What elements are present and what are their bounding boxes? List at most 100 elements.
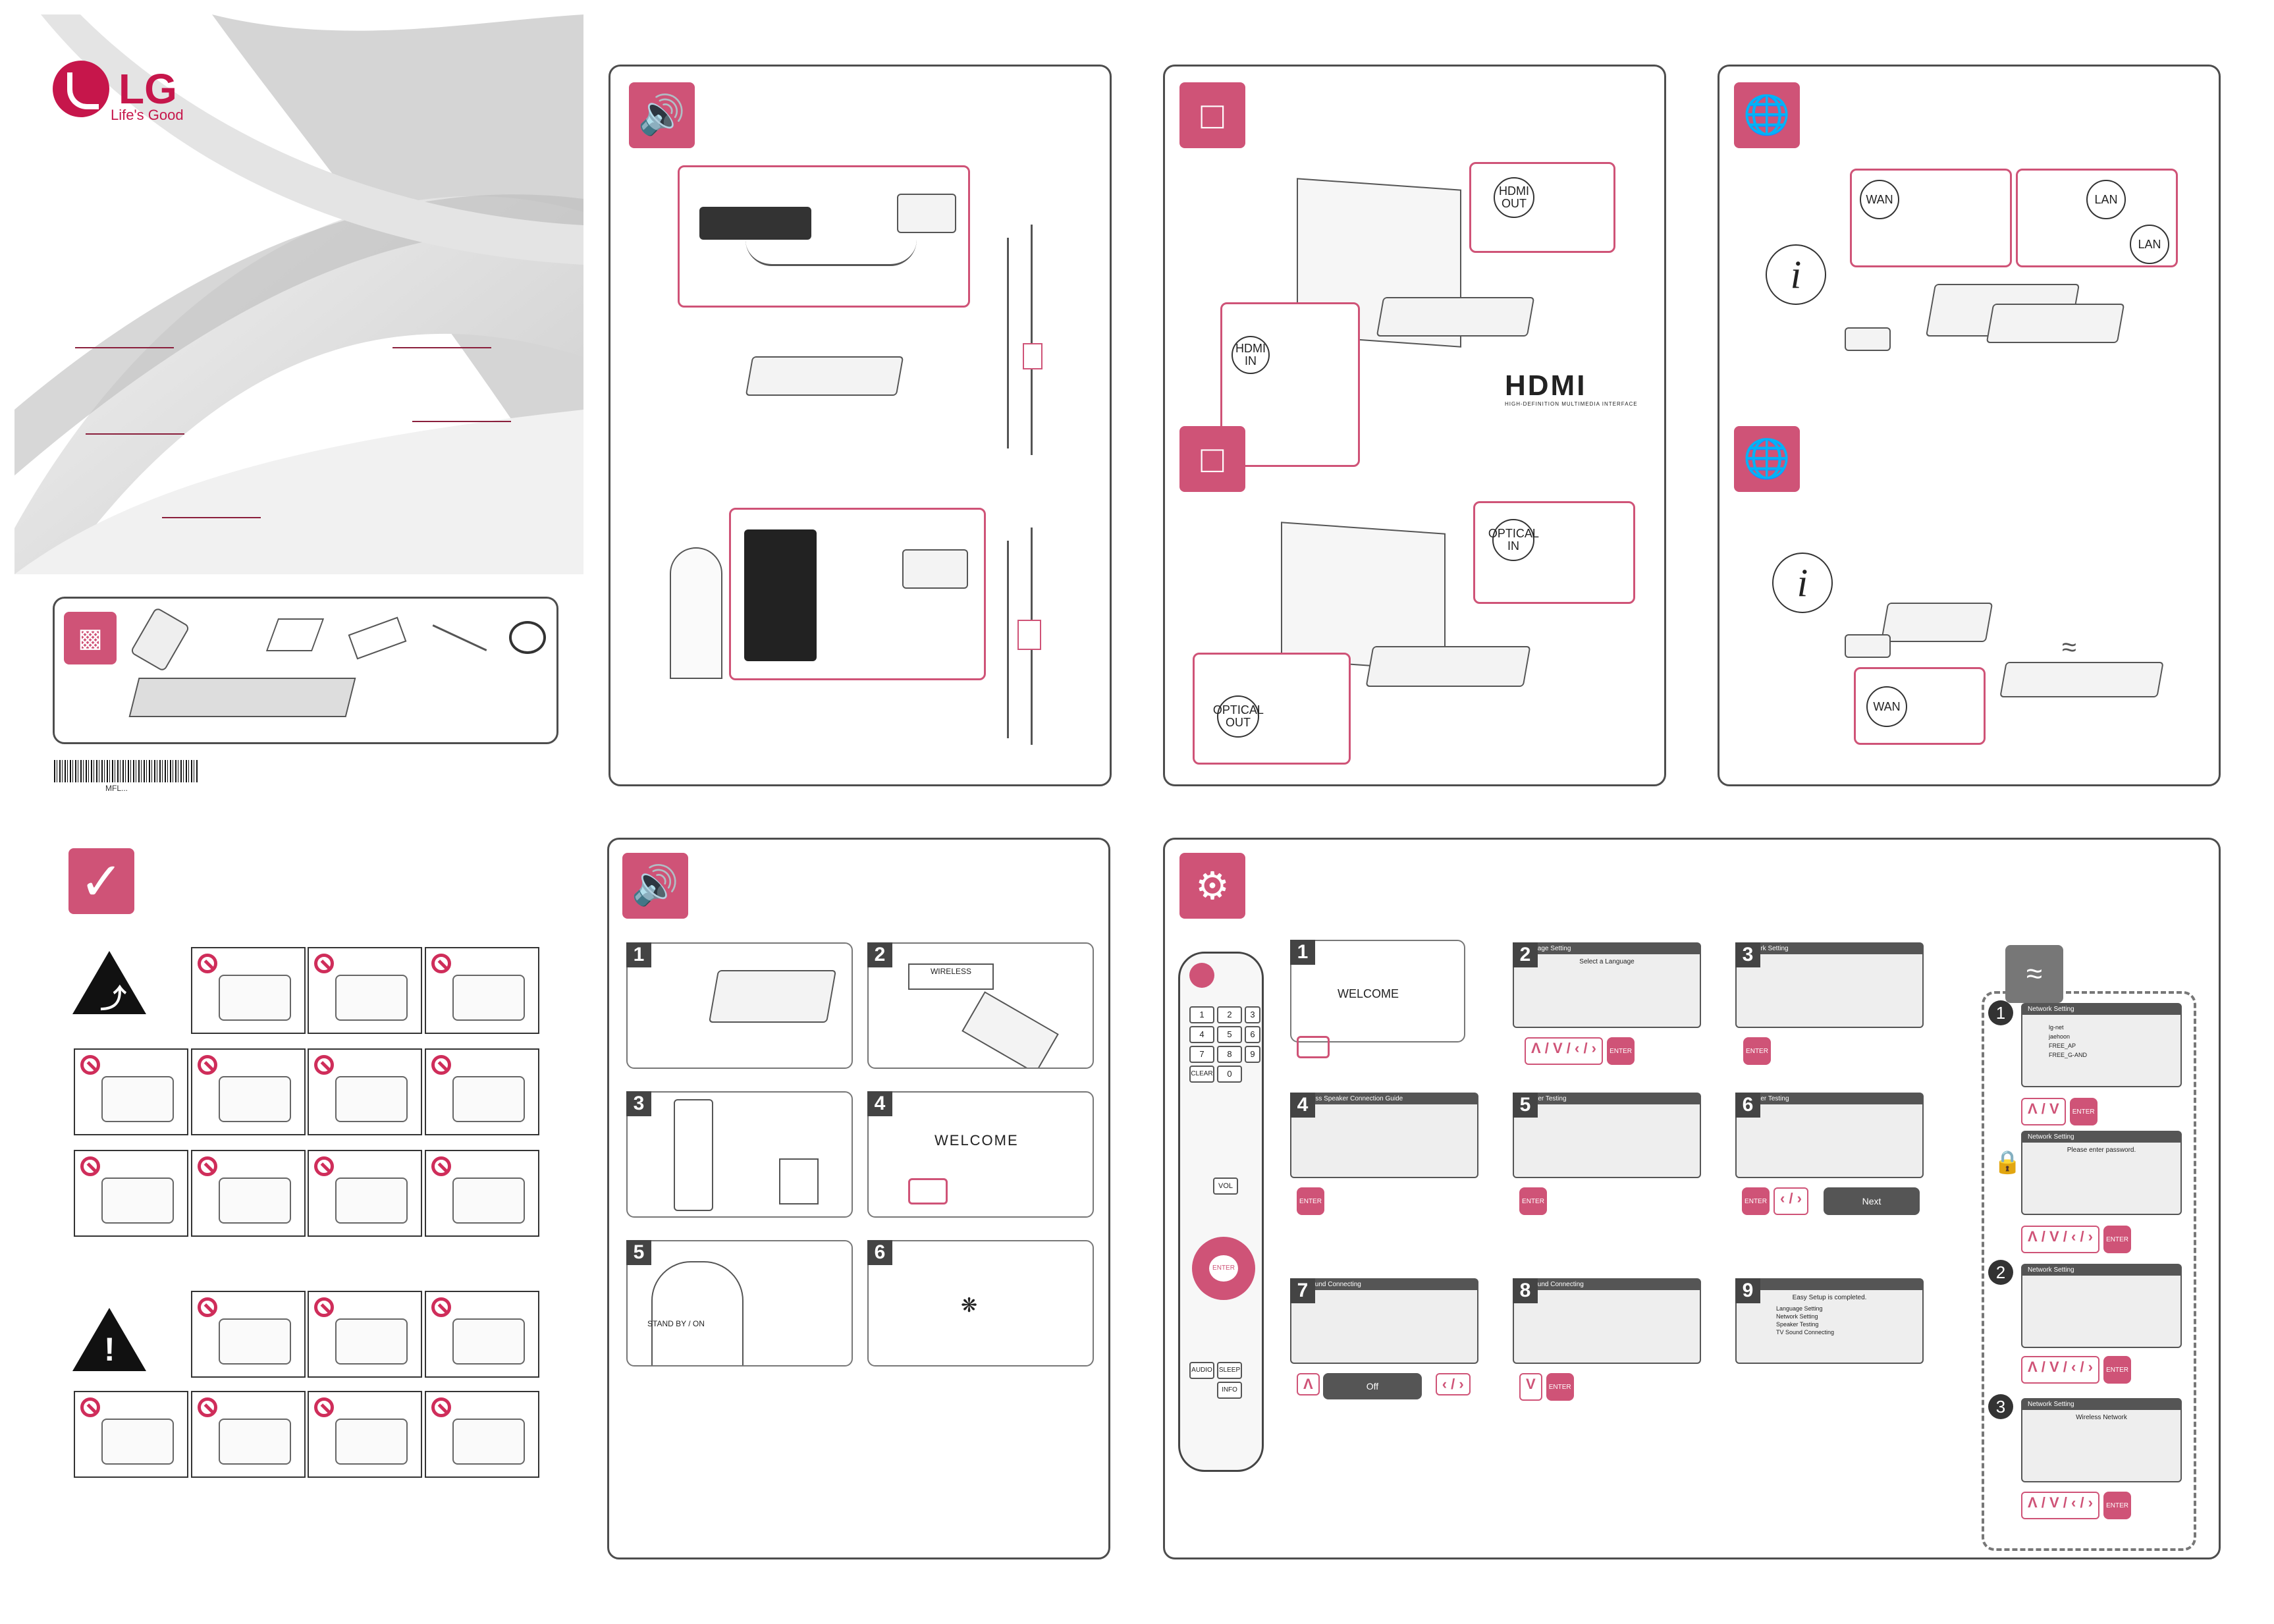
exclamation-icon: !: [104, 1331, 115, 1368]
off-toggle[interactable]: Off: [1323, 1373, 1422, 1399]
hdmi-logo-sub: HIGH-DEFINITION MULTIMEDIA INTERFACE: [1505, 401, 1638, 407]
main-unit-device: [1376, 297, 1535, 337]
quick-start-panel: 🔊 1 WIRELESS 2 3 WELCOME 4 STAND BY / ON…: [607, 838, 1110, 1559]
main-unit-device: [1999, 662, 2164, 697]
nav-keys: V ENTER: [1519, 1373, 1574, 1401]
wifi-item: FREE_G-AND: [2049, 1052, 2088, 1058]
step-number: 6: [1735, 1093, 1760, 1118]
nav-keys: Λ / V / ‹ / › ENTER: [2021, 1226, 2132, 1253]
enter-key: ENTER: [1743, 1037, 1771, 1065]
optical-out-label: OPTICAL OUT: [1213, 695, 1264, 738]
tv-icon: □: [1179, 426, 1245, 492]
vol-key[interactable]: VOL: [1213, 1177, 1238, 1195]
wireless-setup-box: [1982, 991, 2196, 1551]
remote-key[interactable]: CLEAR: [1189, 1066, 1214, 1083]
manual-icon: [265, 618, 325, 651]
remote-key[interactable]: 2: [1217, 1006, 1242, 1023]
safety-tile: [308, 1391, 422, 1478]
speaker-connection-panel: 🔊: [609, 65, 1112, 786]
speaker-terminal-callout: [729, 508, 986, 680]
remote-key[interactable]: AUDIO: [1189, 1362, 1214, 1379]
nav-key: Λ: [1297, 1373, 1320, 1395]
step-number: 2: [867, 942, 892, 967]
enter-key: ENTER: [1519, 1187, 1547, 1215]
blank-line: [86, 433, 184, 435]
battery-icon: [213, 618, 214, 620]
wireless-dongle: [961, 991, 1059, 1068]
wall-outlet-icon: [779, 1158, 819, 1204]
enter-key: ENTER: [2103, 1356, 2132, 1384]
screen-subtitle: Wireless Network: [2076, 1414, 2127, 1421]
speaker-terminal-block: [699, 207, 811, 240]
setup-step-2-screen: Language Setting Select a Language: [1513, 942, 1701, 1028]
remote-key[interactable]: 5: [1217, 1026, 1242, 1043]
setup-step-7-screen: TV Sound Connecting: [1290, 1278, 1478, 1364]
remote-key[interactable]: 1: [1189, 1006, 1214, 1023]
main-unit-device: [1986, 304, 2125, 343]
wall-socket-callout: [1017, 620, 1041, 650]
info-icon: i: [1766, 244, 1826, 305]
lan-label: LAN: [2130, 225, 2169, 264]
brand-name: LG: [119, 65, 177, 113]
setup-step-3-screen: Network Setting: [1735, 942, 1924, 1028]
nav-keys: Λ / V / ‹ / › ENTER: [2021, 1492, 2132, 1519]
remote-key[interactable]: 9: [1245, 1046, 1260, 1063]
hdmi-out-callout: HDMI OUT: [1469, 162, 1615, 253]
gear-icon: ⚙: [1179, 853, 1245, 919]
nav-keys: ENTER ‹ / › Next: [1742, 1187, 1920, 1215]
enter-key: ENTER: [1546, 1373, 1574, 1401]
remote-key[interactable]: SLEEP: [1217, 1362, 1242, 1379]
step-card-5: STAND BY / ON: [626, 1240, 853, 1367]
wifi-item: FREE_AP: [2049, 1042, 2076, 1049]
blank-line: [412, 421, 511, 422]
remote-key[interactable]: 0: [1217, 1066, 1242, 1083]
remote-key[interactable]: 7: [1189, 1046, 1214, 1063]
safety-tile: [191, 1291, 306, 1378]
rear-speaker-terminal: [897, 194, 956, 233]
remote-key[interactable]: 3: [1245, 1006, 1260, 1023]
speaker-icon: 🔊: [622, 853, 688, 919]
enter-key[interactable]: ENTER: [1209, 1255, 1238, 1282]
lightning-icon: ⤴: [100, 985, 126, 1014]
remote-key[interactable]: 8: [1217, 1046, 1242, 1063]
step-number: 1: [626, 942, 651, 967]
power-button[interactable]: [1189, 963, 1214, 988]
setup-step-8-screen: TV Sound Connecting: [1513, 1278, 1701, 1364]
led-indicator: ❋: [961, 1295, 978, 1316]
safety-tile: [191, 1150, 306, 1237]
remote-key[interactable]: 4: [1189, 1026, 1214, 1043]
remote-key[interactable]: 6: [1245, 1026, 1260, 1043]
step-number: 1: [1290, 940, 1315, 965]
wireless-router-device: [1880, 603, 1993, 642]
wall-socket-callout: [1023, 343, 1042, 369]
next-button[interactable]: Next: [1824, 1187, 1920, 1215]
hdmi-in-label: HDMI IN: [1232, 336, 1270, 374]
lan-label: LAN: [2086, 180, 2126, 219]
enter-key: ENTER: [1607, 1037, 1635, 1065]
lg-logo: LG: [53, 61, 177, 117]
soundbar-unit-icon: [128, 678, 356, 717]
enter-key: ENTER: [1297, 1187, 1324, 1215]
wifi-item: jaehoon: [2049, 1033, 2071, 1040]
step-card-2: WIRELESS: [867, 942, 1094, 1069]
step-number: 5: [626, 1240, 651, 1265]
remote-accessory-icon: [130, 607, 190, 672]
optical-in-callout: OPTICAL IN: [1473, 501, 1635, 604]
wifi-signal-icon: ≈: [2062, 633, 2076, 662]
wifi-item: lg-net: [2049, 1024, 2064, 1031]
welcome-display: WELCOME: [934, 1132, 1019, 1149]
setup-step-9-screen: Finish Easy Setup is completed. Language…: [1735, 1278, 1924, 1364]
safety-tile: [308, 1150, 422, 1237]
finish-row: Speaker Testing: [1776, 1321, 1819, 1328]
safety-tile: [425, 1291, 539, 1378]
network-panel: 🌐 WAN LAN LAN i 🌐 i WAN ≈: [1718, 65, 2221, 786]
step-card-3: [626, 1091, 853, 1218]
checkmark-icon: ✓: [68, 848, 134, 914]
remote-key[interactable]: INFO: [1217, 1382, 1242, 1399]
step-number: 3: [1735, 942, 1760, 967]
modem-device: [1845, 327, 1891, 351]
nav-keys: Λ / V / ‹ / › ENTER: [1525, 1037, 1635, 1065]
step-number: 4: [867, 1091, 892, 1116]
speaker-icon: 🔊: [629, 82, 695, 148]
step-number: 4: [1290, 1093, 1315, 1118]
